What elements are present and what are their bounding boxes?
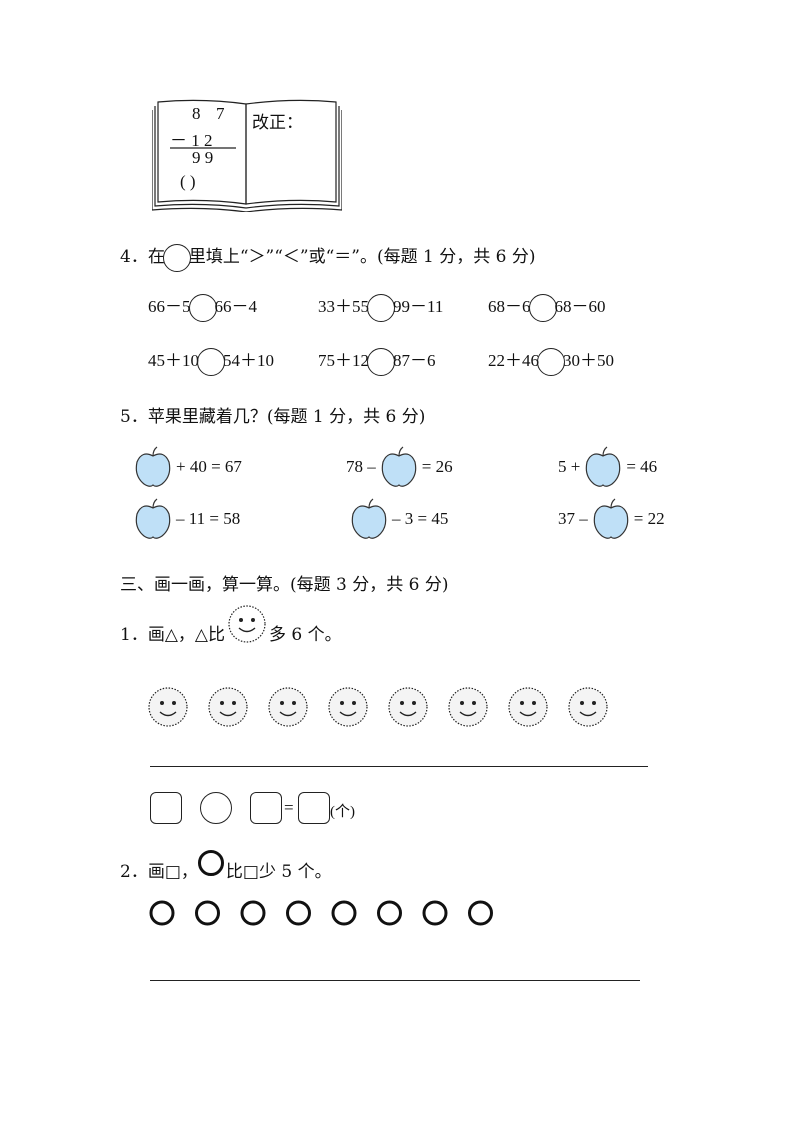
- ring-circle-icon: [468, 900, 493, 926]
- q5-item-before: 78 –: [346, 457, 376, 476]
- equals-sign: =: [284, 798, 294, 817]
- q5-item-after: = 26: [421, 457, 453, 476]
- q4-item-left: 68－6: [488, 297, 531, 316]
- smiley-face-icon: [448, 687, 488, 727]
- circle-icon: [162, 243, 191, 272]
- smiley-face-icon: [328, 687, 368, 727]
- apple-icon[interactable]: [134, 498, 172, 540]
- ring-circle-icon: [422, 900, 448, 926]
- apple-icon[interactable]: [134, 446, 172, 488]
- q5-item-after: – 3 = 45: [392, 509, 449, 528]
- smiley-face-icon: [148, 687, 188, 727]
- p2-prompt: 2．画□， 比□少 5 个。: [120, 850, 332, 882]
- q4-item-right: 87－6: [393, 351, 436, 370]
- smiley-face-icon: [208, 687, 248, 727]
- operator-circle[interactable]: [200, 792, 232, 824]
- smiley-row: [148, 684, 618, 730]
- p1-pre: 1．画△，△比: [120, 624, 225, 645]
- answer-line-1[interactable]: [150, 766, 648, 767]
- q4-item-left: 45＋10: [148, 351, 199, 370]
- smiley-face-icon: [388, 687, 428, 727]
- q4-title: 4．在 里填上“＞”“＜”或“＝”。(每题 1 分，共 6 分): [120, 242, 536, 272]
- ring-row: [148, 898, 508, 928]
- ring-circle-icon: [195, 900, 220, 926]
- q5-item-after: = 46: [626, 457, 658, 476]
- book-subtrahend: － 1 2: [170, 131, 213, 150]
- compare-circle-input[interactable]: [367, 348, 395, 377]
- q4-item-left: 22＋46: [488, 351, 539, 370]
- q4-item-right: 30＋50: [563, 351, 614, 370]
- open-book-icon: [151, 99, 343, 213]
- circle-icon: [197, 850, 224, 876]
- smiley-face-icon: [508, 687, 548, 727]
- compare-circle-input[interactable]: [367, 294, 395, 323]
- book-figure: [151, 96, 343, 213]
- apple-icon[interactable]: [592, 498, 630, 540]
- smiley-row-svg: [148, 687, 608, 727]
- q4-item-left: 75＋12: [318, 351, 369, 370]
- compare-circle-input[interactable]: [188, 294, 217, 323]
- q5-item-6: 37 – = 22: [558, 498, 665, 540]
- q5-item-before: 5 +: [558, 457, 581, 476]
- q5-item-3: 5 + = 46: [558, 446, 657, 488]
- book-top-digit-2: 7: [216, 104, 225, 123]
- q4-item-3: 68－6 68－60: [488, 292, 606, 323]
- answer-box-3[interactable]: [298, 792, 330, 824]
- q5-item-2: 78 – = 26: [346, 446, 453, 488]
- q4-item-1: 66－5 66－4: [148, 292, 258, 323]
- book-correction-label: 改正：: [252, 113, 303, 133]
- ring-circle-icon: [286, 900, 311, 926]
- q4-item-2: 33＋55 99－11: [318, 292, 444, 323]
- p2-post: 比□少 5 个。: [225, 861, 332, 882]
- p1-prompt: 1．画△，△比 多 6 个。: [120, 605, 342, 652]
- book-top-digit-1: 8: [192, 104, 201, 123]
- apple-icon[interactable]: [584, 446, 622, 488]
- ring-row-svg: [149, 900, 493, 926]
- q4-title-pre: 4．在: [120, 247, 165, 267]
- ring-circle-icon: [331, 900, 357, 926]
- q4-item-4: 45＋10 54＋10: [148, 346, 274, 377]
- q4-item-5: 75＋12 87－6: [318, 346, 436, 377]
- q5-title: 5．苹果里藏着几？(每题 1 分，共 6 分): [120, 407, 426, 427]
- q5-item-after: + 40 = 67: [176, 457, 242, 476]
- q4-item-right: 68－60: [554, 297, 606, 316]
- apple-icon[interactable]: [380, 446, 418, 488]
- q5-item-after: – 11 = 58: [176, 509, 241, 528]
- compare-circle-input[interactable]: [537, 348, 565, 377]
- q4-item-right: 99－11: [393, 297, 444, 316]
- q4-item-right: 54＋10: [223, 351, 274, 370]
- q4-item-6: 22＋46 30＋50: [488, 346, 614, 377]
- apple-icon[interactable]: [350, 498, 388, 540]
- smiley-face-icon: [268, 687, 308, 727]
- ring-circle-icon: [240, 900, 266, 926]
- compare-circle-input[interactable]: [528, 294, 557, 323]
- answer-box-1[interactable]: [150, 792, 182, 824]
- q5-item-after: = 22: [633, 509, 665, 528]
- ring-circle-icon: [377, 900, 402, 926]
- q4-item-left: 66－5: [148, 297, 191, 316]
- q5-item-5: – 3 = 45: [346, 498, 448, 540]
- answer-line-2[interactable]: [150, 980, 640, 981]
- p2-pre: 2．画□，: [120, 861, 198, 882]
- q5-item-4: – 11 = 58: [130, 498, 240, 540]
- p1-post: 多 6 个。: [268, 624, 342, 645]
- q4-title-post: 里填上“＞”“＜”或“＝”。(每题 1 分，共 6 分): [188, 247, 536, 267]
- ring-circle-icon: [149, 900, 175, 926]
- compare-circle-input[interactable]: [197, 348, 225, 377]
- q4-item-left: 33＋55: [318, 297, 369, 316]
- q4-item-right: 66－4: [214, 297, 258, 316]
- q5-item-before: 37 –: [558, 509, 588, 528]
- section3-title: 三、画一画，算一算。(每题 3 分，共 6 分): [120, 575, 449, 595]
- smiley-face-icon: [227, 604, 267, 644]
- q5-item-1: + 40 = 67: [130, 446, 242, 488]
- book-result: 9 9: [192, 148, 214, 167]
- book-answer-paren[interactable]: ( ): [180, 172, 196, 191]
- unit-label: (个): [330, 804, 355, 820]
- smiley-face-icon: [568, 687, 608, 727]
- answer-box-2[interactable]: [250, 792, 282, 824]
